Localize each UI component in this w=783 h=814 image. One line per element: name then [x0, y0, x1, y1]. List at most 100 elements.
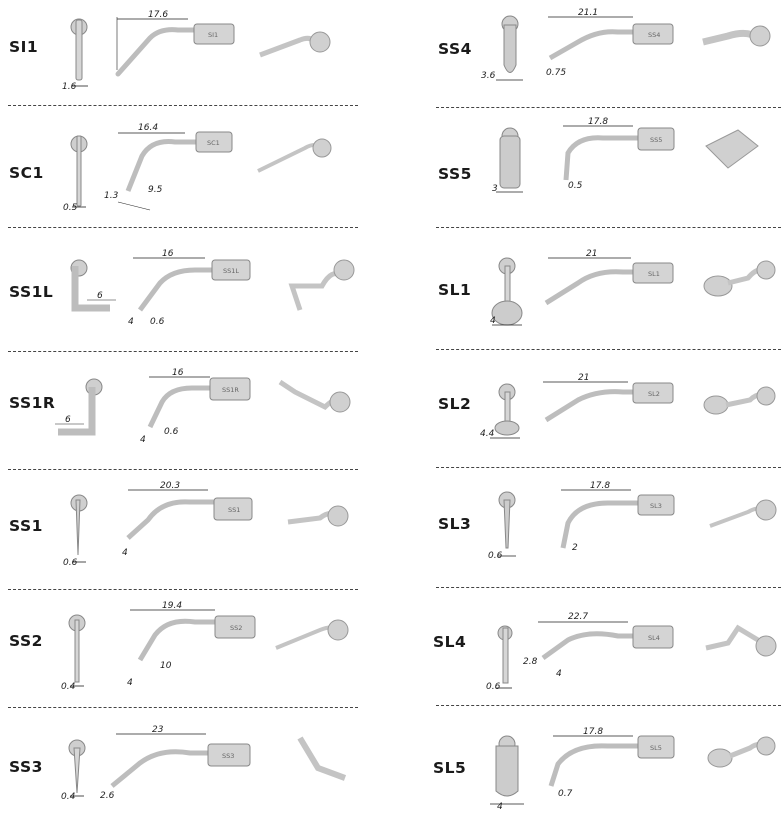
side-view: 23 SS3 2.6: [100, 725, 251, 801]
side-view: 16 SS1R 4 0.6: [140, 368, 251, 445]
dim-tip: 4: [128, 317, 134, 327]
tip-figures: 6 16 SS1R 4 0.6: [55, 368, 351, 445]
tip-figures: 4 21 SL1: [490, 249, 776, 326]
perspective-view: [275, 619, 349, 650]
dim-width: 0.5: [63, 203, 78, 213]
dim-length: 17.6: [148, 10, 168, 20]
shank-label: SL2: [648, 390, 660, 398]
perspective-view: [287, 505, 349, 527]
dim-width: 0.6: [486, 682, 501, 692]
tip-row-sl2: SL2 4.4 21 SL2: [428, 350, 783, 468]
front-view: 0.6: [486, 625, 513, 692]
tip-row-ss3: SS3 0.4 23 SS3 2.6: [0, 708, 360, 814]
dim-length: 16: [172, 368, 184, 378]
shank-label: SL3: [650, 502, 662, 510]
dim-tip: 0.5: [568, 181, 583, 191]
tip-row-sl1: SL1 4 21 SL1: [428, 228, 783, 350]
dim-tip: 2.6: [100, 791, 115, 801]
tip-code: SL2: [438, 395, 472, 413]
front-view: 6: [55, 378, 103, 436]
dim-working: 10: [160, 661, 172, 671]
tip-figures: 6 16 SS1L 4 0.6: [70, 249, 355, 327]
dim-width: 0.6: [488, 551, 503, 561]
dim-length: 17.8: [588, 117, 608, 127]
tip-code: SS1L: [9, 283, 54, 301]
dim-length: 22.7: [568, 612, 588, 622]
tip-figures: 1.6 17.6 SI1: [62, 10, 331, 92]
tip-code: SS2: [9, 632, 43, 650]
perspective-view: [259, 31, 331, 58]
row-divider: [8, 707, 358, 708]
tip-code: SS4: [438, 40, 472, 58]
tip-row-sl4: SL4 0.6 22.7 SL4 2.8 4: [428, 588, 783, 706]
dim-tip: 2: [572, 543, 578, 553]
tip-row-ss1r: SS1R 6 16 SS1R 4 0.6: [0, 352, 360, 470]
front-view: 0.5: [63, 135, 88, 213]
row-divider: [8, 469, 358, 470]
perspective-view: [703, 386, 776, 415]
perspective-view: [703, 260, 776, 297]
tip-code: SC1: [9, 164, 44, 182]
perspective-view: [707, 736, 776, 768]
dim-width: 4: [490, 316, 496, 326]
dim-length: 21.1: [578, 8, 598, 18]
tip-row-si1: SI1 1.6 17.6 SI1: [0, 0, 360, 106]
tip-code: SS3: [9, 758, 43, 776]
tip-figures: 0.5 16.4 SC1 1.3 9.5: [63, 123, 332, 213]
shank-label: SL1: [648, 270, 660, 278]
dim-length: 19.4: [162, 601, 182, 611]
tip-figures: 3 17.8 SS5 0.5: [492, 117, 759, 194]
dim-tip: 0.7: [558, 789, 573, 799]
dim-length: 16: [162, 249, 174, 259]
row-divider: [8, 351, 358, 352]
perspective-view: [702, 25, 771, 47]
tip-figures: 4.4 21 SL2: [480, 373, 776, 439]
tip-figures: 4 17.8 SL5 0.7: [490, 727, 776, 812]
dim-tip-length: 4: [556, 669, 562, 679]
perspective-view: [278, 379, 351, 413]
dim-length: 20.3: [160, 481, 180, 491]
shank-label: SS1: [228, 506, 240, 514]
tip-code: SS5: [438, 165, 472, 183]
side-view: 17.8 SL5 0.7: [548, 727, 675, 799]
front-view: 3: [492, 127, 523, 194]
dim-length: 17.8: [590, 481, 610, 491]
side-view: 17.8 SL3 2: [560, 481, 675, 553]
dim-width: 0.6: [63, 558, 78, 568]
perspective-view: [709, 499, 777, 528]
row-divider: [436, 107, 781, 108]
tip-row-ss1: SS1 0.6 20.3 SS1 4: [0, 470, 360, 590]
tip-code: SI1: [9, 38, 39, 56]
tip-code: SL5: [433, 759, 467, 777]
dim-thickness: 0.6: [150, 317, 165, 327]
dim-length: 16.4: [138, 123, 158, 133]
dim-tip: 0.75: [546, 68, 566, 78]
side-view: 20.3 SS1 4: [122, 481, 253, 558]
dim-width: 1.6: [62, 82, 77, 92]
row-divider: [436, 467, 781, 468]
tip-row-sc1: SC1 0.5 16.4 SC1 1.3 9.5: [0, 106, 360, 228]
side-view: 16 SS1L 4 0.6: [128, 249, 251, 327]
dim-offset: 6: [65, 415, 71, 425]
perspective-view: [705, 624, 777, 657]
tip-code: SL3: [438, 515, 472, 533]
dim-width: 4.4: [480, 429, 495, 439]
side-view: 21 SL2: [543, 373, 674, 423]
dim-length: 21: [586, 249, 597, 259]
side-view: 19.4 SS2 4 10: [127, 601, 256, 688]
perspective-view: [705, 129, 759, 169]
front-view: 0.6: [63, 494, 88, 568]
dim-working: 9.5: [148, 185, 163, 195]
tip-row-ss4: SS4 3.6 21.1 SS4 0.75: [428, 0, 783, 108]
shank-label: SS5: [650, 136, 662, 144]
side-view: 17.8 SS5 0.5: [563, 117, 675, 191]
dim-tip: 4: [140, 435, 146, 445]
dim-length: 23: [152, 725, 164, 735]
side-view: 21.1 SS4 0.75: [546, 8, 674, 78]
front-view: 4: [490, 257, 523, 326]
tip-row-ss1l: SS1L 6 16 SS1L 4 0.6: [0, 228, 360, 352]
tip-code: SL4: [433, 633, 467, 651]
shank-label: SL4: [648, 634, 660, 642]
shank-label: SI1: [208, 31, 218, 39]
dim-width: 4: [497, 802, 503, 812]
